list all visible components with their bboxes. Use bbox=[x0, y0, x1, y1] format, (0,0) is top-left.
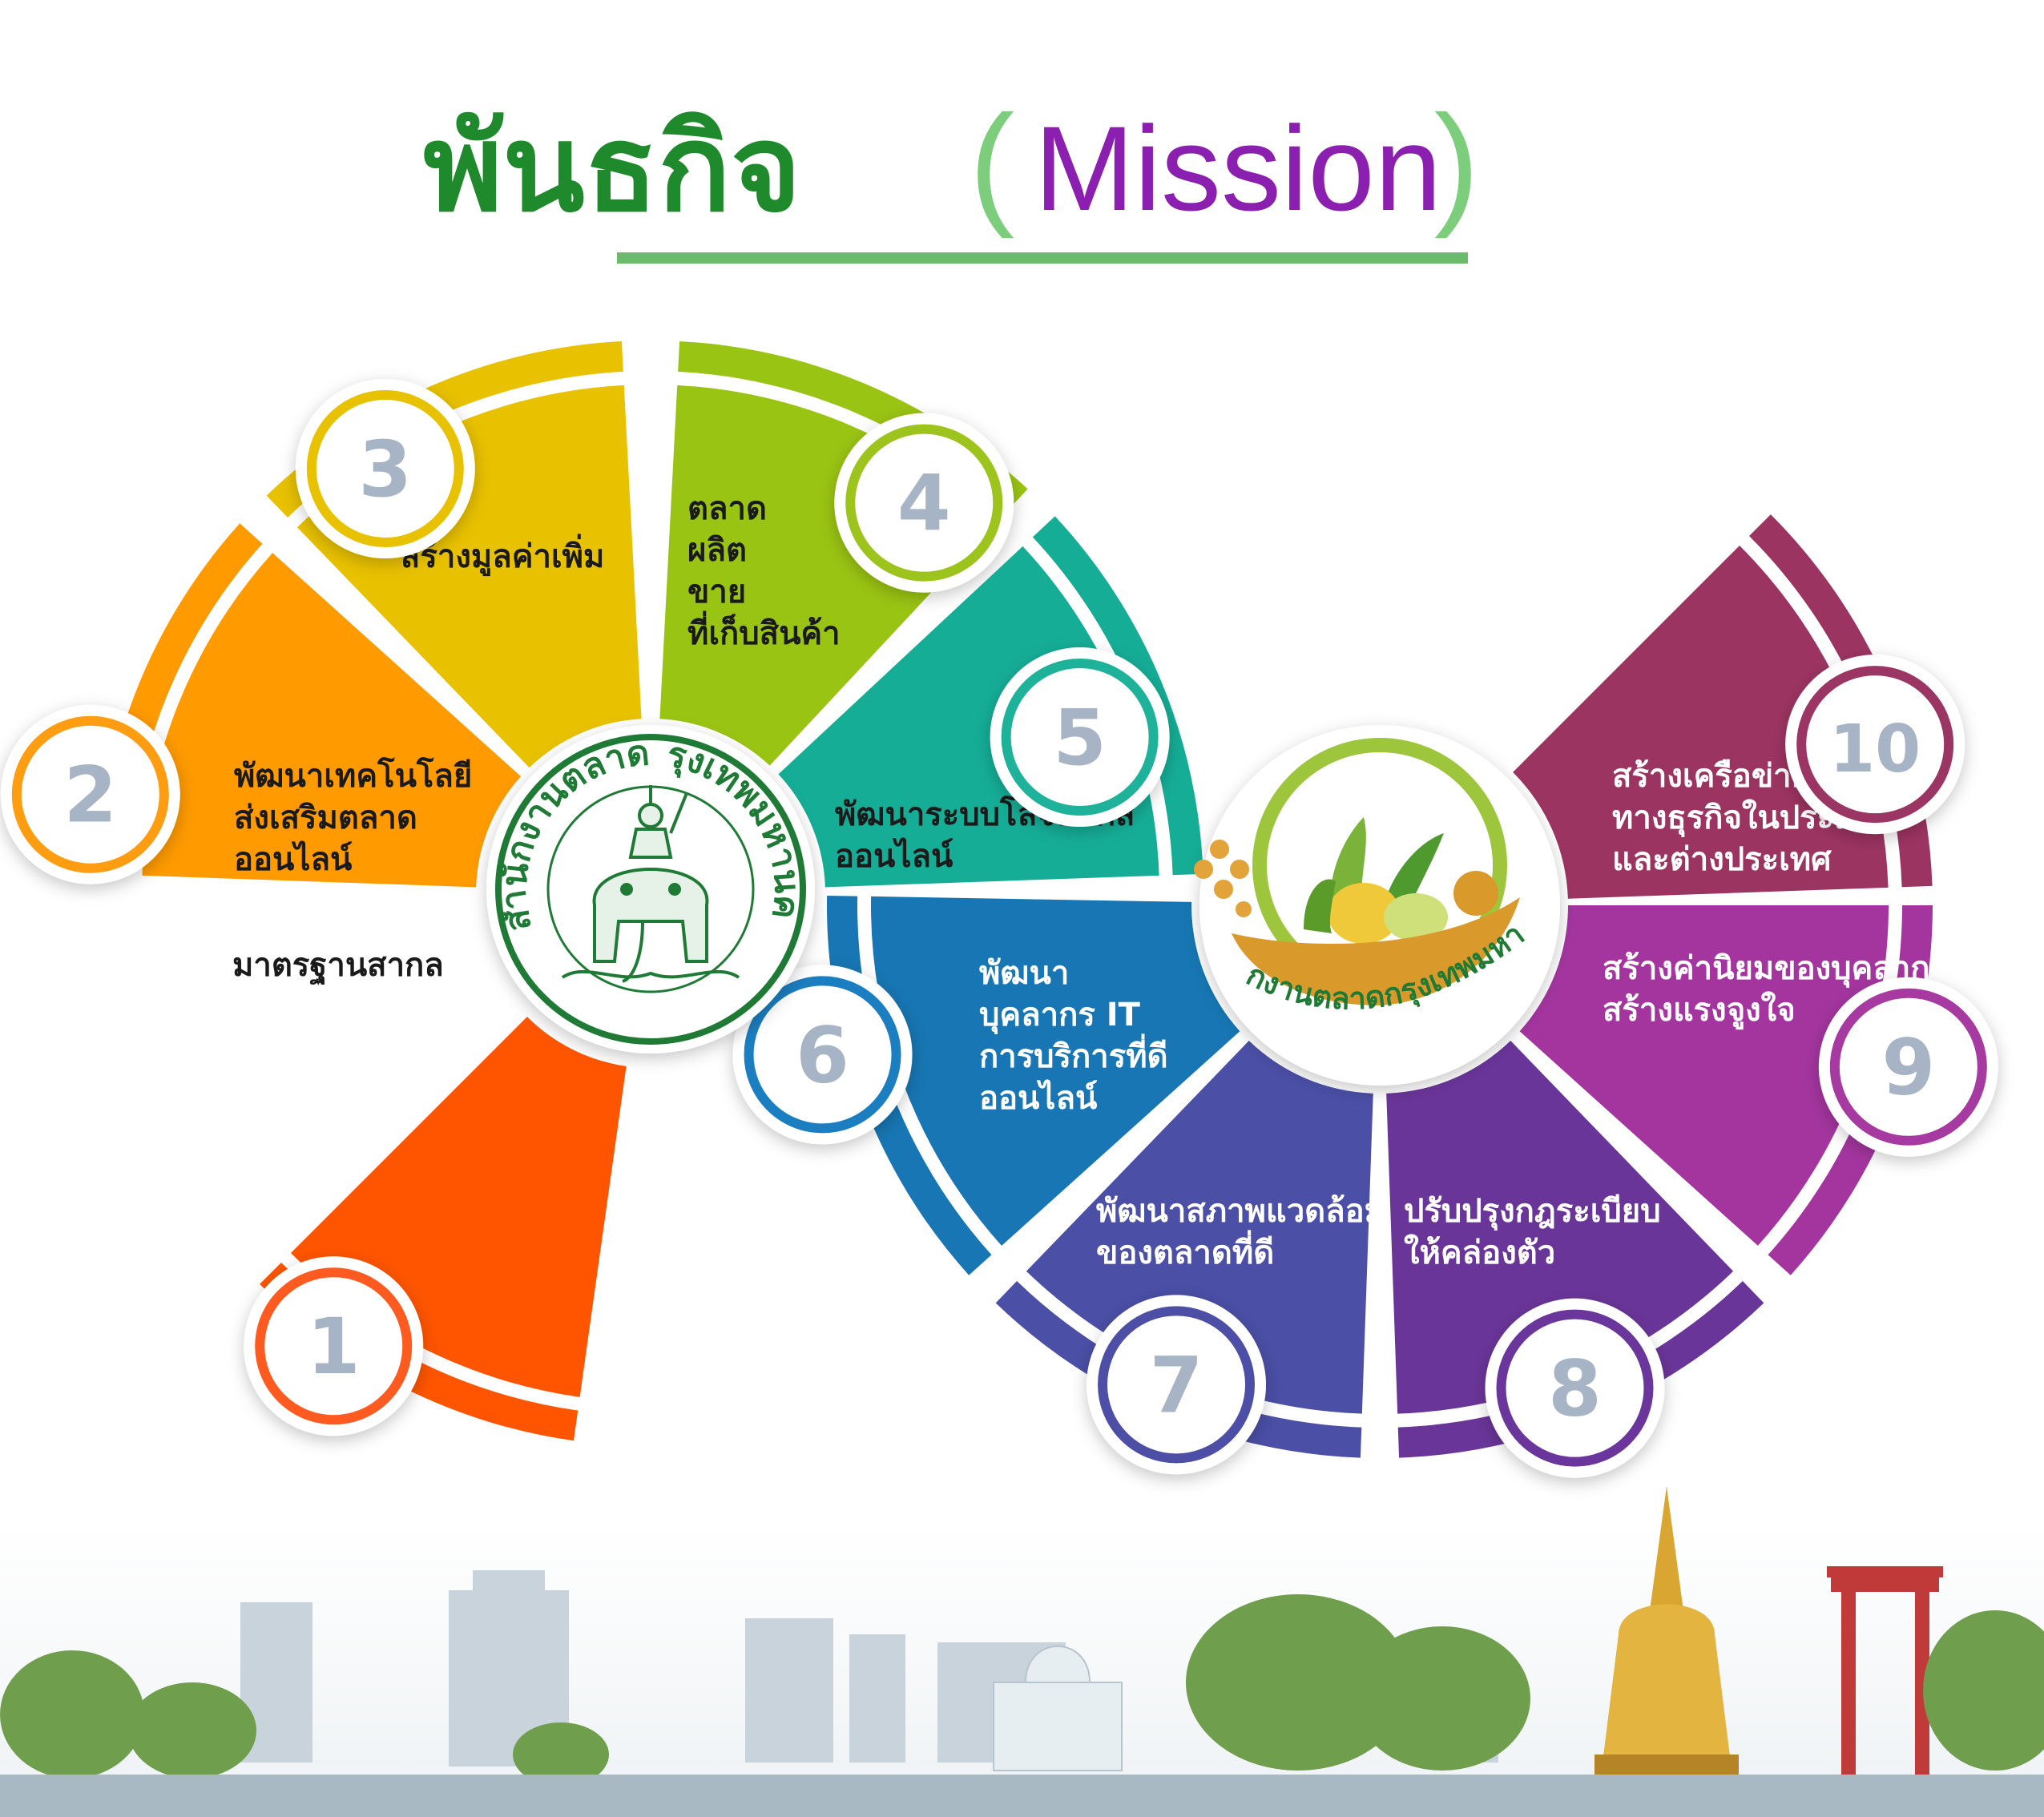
mission-2-sector bbox=[142, 553, 521, 888]
mission-10-sector bbox=[1513, 545, 1889, 899]
mission-8-rim bbox=[1397, 1281, 1764, 1458]
hexagon-icons bbox=[1194, 840, 1252, 917]
mission-7-sector bbox=[1026, 1041, 1373, 1414]
market-office-logo: สำนักงานตลาดกรุงเทพมหานคร bbox=[1194, 725, 1560, 1086]
mission-6-number: 6 bbox=[796, 1010, 849, 1100]
mission-3-ring bbox=[306, 389, 464, 547]
mission-6-ring bbox=[744, 976, 901, 1134]
mission-4-label: ตลาด bbox=[687, 490, 767, 527]
giant-swing bbox=[1827, 1566, 1943, 1783]
elephant-deity-emblem bbox=[561, 785, 740, 983]
mission-1-ring bbox=[255, 1267, 413, 1425]
mission-5-number: 5 bbox=[1053, 693, 1107, 783]
trees bbox=[0, 1594, 2044, 1787]
mission-10-label: และต่างประเทศ bbox=[1612, 841, 1832, 878]
mission-5-ring bbox=[1001, 659, 1159, 816]
mission-2-label: ส่งเสริมตลาด bbox=[234, 800, 417, 836]
mission-8-ring bbox=[1496, 1309, 1654, 1467]
mission-7-ring bbox=[1098, 1306, 1256, 1464]
mission-1-rim bbox=[260, 1263, 579, 1441]
mission-6-label: พัฒนา bbox=[979, 955, 1069, 992]
mission-2-ring bbox=[11, 715, 169, 873]
mission-10-number: 10 bbox=[1829, 711, 1921, 788]
mission-6-label: บุคลากร IT bbox=[979, 997, 1141, 1035]
title-english: Mission bbox=[1034, 101, 1441, 236]
mission-3-number: 3 bbox=[358, 425, 412, 514]
mission-4-label: ที่เก็บสินค้า bbox=[687, 610, 841, 652]
mission-9-ring bbox=[1829, 988, 1987, 1146]
mission-1-number: 1 bbox=[307, 1302, 361, 1392]
mission-3: สร้างมูลค่าเพิ่ม3 bbox=[266, 340, 642, 768]
mission-10-ring bbox=[1796, 666, 1954, 824]
mission-4-ring bbox=[845, 424, 1003, 582]
mission-4-badge bbox=[834, 413, 1014, 593]
mission-4-number: 4 bbox=[897, 459, 951, 549]
mission-9-badge bbox=[1818, 977, 1998, 1157]
mission-2-badge bbox=[0, 704, 180, 884]
mission-8-label: ให้คล่องตัว bbox=[1404, 1234, 1555, 1271]
mission-7-label: พัฒนาสภาพแวดล้อม bbox=[1096, 1193, 1385, 1230]
mission-2-number: 2 bbox=[63, 751, 117, 840]
title-open-bracket: ( bbox=[970, 87, 1015, 240]
mission-10: สร้างเครือข่ายทางธุรกิจในประเทศและต่างปร… bbox=[1513, 514, 1965, 899]
mission-7-rim bbox=[995, 1281, 1362, 1458]
mission-sectors: มาตรฐานสากล 1 พัฒนาเทคโนโลยีส่งเสริมตลาดออ… bbox=[0, 340, 1998, 1478]
mission-2-label: พัฒนาเทคโนโลยี bbox=[234, 757, 472, 795]
mission-9-sector bbox=[1519, 905, 1889, 1246]
mission-8-label: ปรับปรุงกฎระเบียบ bbox=[1404, 1193, 1661, 1231]
mission-7-number: 7 bbox=[1150, 1340, 1203, 1430]
mission-5-badge bbox=[990, 647, 1170, 828]
mission-7-label: ของตลาดที่ดี bbox=[1096, 1230, 1274, 1271]
mission-10-rim bbox=[1749, 514, 1933, 888]
mission-1: มาตรฐานสากล 1 bbox=[232, 947, 627, 1441]
mission-6-label: ออนไลน์ bbox=[979, 1079, 1098, 1117]
mission-6-sector bbox=[871, 896, 1240, 1246]
logo-dot bbox=[1453, 871, 1498, 916]
mission-5-label: ออนไลน์ bbox=[835, 837, 953, 875]
bangkok-skyline bbox=[0, 1486, 2044, 1817]
mission-10-badge bbox=[1785, 655, 1965, 835]
mission-6-badge bbox=[732, 965, 913, 1145]
bma-seal: สำนักงานตลาด กรุงเทพมหานคร bbox=[486, 725, 815, 1054]
throne-hall bbox=[993, 1646, 1123, 1771]
mission-8-badge bbox=[1485, 1298, 1665, 1478]
mission-4-label: ผลิต bbox=[687, 532, 747, 569]
mission-6-label: การบริการที่ดี bbox=[979, 1033, 1168, 1075]
mission-4-label: ขาย bbox=[687, 574, 746, 610]
title-underline bbox=[617, 252, 1468, 264]
bowl-icon bbox=[1232, 897, 1520, 1005]
vegetables-icon bbox=[1304, 817, 1448, 944]
mission-7-badge bbox=[1087, 1295, 1267, 1475]
mission-1-label: มาตรฐานสากล bbox=[232, 947, 444, 986]
mission-8-sector bbox=[1386, 1041, 1734, 1414]
title: พันธกิจ ( Mission ) bbox=[423, 87, 1479, 264]
mission-1-badge bbox=[244, 1256, 424, 1436]
mission-9-label: สร้างแรงจูงใจ bbox=[1603, 991, 1796, 1029]
mission-2-label: ออนไลน์ bbox=[234, 840, 353, 878]
mission-10-label: สร้างเครือข่าย bbox=[1612, 758, 1810, 795]
mission-9-number: 9 bbox=[1881, 1023, 1935, 1113]
mission-5: พัฒนาระบบโลจิสติกส์ออนไลน์5 bbox=[778, 516, 1203, 888]
river bbox=[0, 1775, 2044, 1817]
title-thai: พันธกิจ bbox=[423, 99, 801, 239]
title-close-bracket: ) bbox=[1434, 87, 1480, 240]
mission-3-badge bbox=[295, 378, 475, 558]
mission-5-rim bbox=[1032, 516, 1203, 876]
mission-8-number: 8 bbox=[1548, 1344, 1602, 1434]
